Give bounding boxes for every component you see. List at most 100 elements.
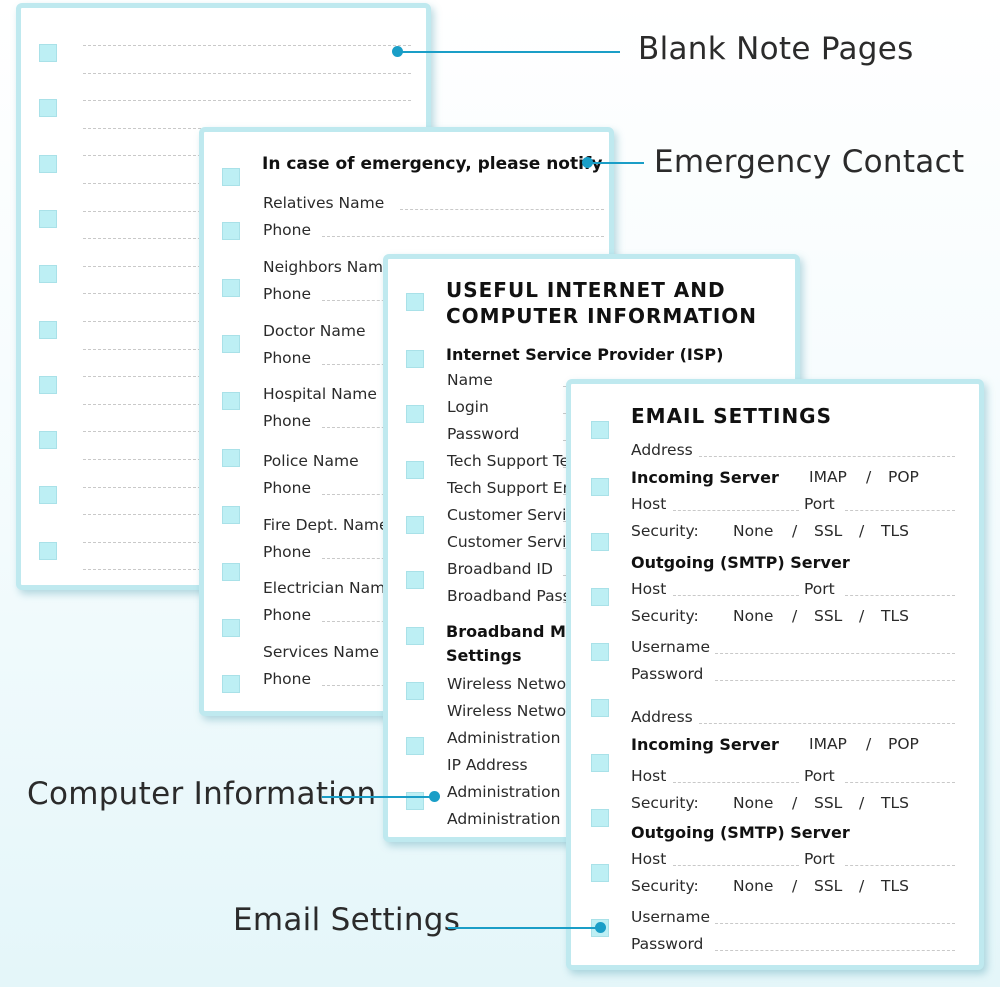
password-label: Password — [631, 665, 704, 683]
checkbox-square — [39, 99, 57, 118]
port-label: Port — [804, 580, 835, 598]
callout-email-settings: Email Settings — [233, 902, 461, 938]
security-tls: TLS — [881, 522, 909, 540]
modem-heading-line2: Settings — [446, 646, 522, 665]
incoming-server-heading: Incoming Server — [631, 468, 779, 487]
fill-line — [400, 209, 604, 210]
fill-line — [715, 680, 955, 681]
isp-field-label: Login — [447, 398, 489, 416]
option-separator: / — [792, 794, 798, 812]
checkbox-square — [591, 754, 609, 772]
security-label: Security: — [631, 522, 699, 540]
emergency-field-label: Services Name — [263, 643, 380, 661]
callout-line-computer — [322, 796, 434, 798]
security-ssl: SSL — [814, 522, 843, 540]
fill-line — [673, 595, 799, 596]
checkbox-square — [222, 675, 240, 693]
port-label: Port — [804, 767, 835, 785]
callout-blank-note-pages: Blank Note Pages — [638, 31, 914, 67]
address-label: Address — [631, 441, 693, 459]
imap-option: IMAP — [809, 468, 847, 486]
checkbox-square — [39, 209, 57, 228]
emergency-field-label: Phone — [263, 221, 312, 239]
fill-line — [322, 236, 604, 237]
callout-line-blank — [398, 51, 620, 53]
imap-option: IMAP — [809, 735, 847, 753]
checkbox-square — [222, 222, 240, 240]
checkbox-square — [591, 809, 609, 827]
checkbox-square — [406, 461, 424, 479]
callout-computer-information: Computer Information — [27, 776, 377, 812]
isp-heading: Internet Service Provider (ISP) — [446, 345, 724, 364]
checkbox-square — [591, 864, 609, 882]
checkbox-square — [39, 320, 57, 339]
option-separator: / — [792, 877, 798, 895]
incoming-server-heading: Incoming Server — [631, 735, 779, 754]
emergency-field-label: Phone — [263, 349, 312, 367]
checkbox-square — [39, 486, 57, 505]
checkbox-square — [39, 431, 57, 450]
emergency-field-label: Fire Dept. Name — [263, 516, 389, 534]
option-separator: / — [859, 522, 865, 540]
checkbox-square — [39, 265, 57, 284]
internet-title-line2: COMPUTER INFORMATION — [446, 304, 758, 328]
emergency-field-label: Relatives Name — [263, 194, 385, 212]
emergency-field-label: Phone — [263, 285, 312, 303]
security-none: None — [733, 877, 774, 895]
callout-dot-emergency — [582, 157, 593, 168]
option-separator: / — [859, 877, 865, 895]
security-ssl: SSL — [814, 877, 843, 895]
fill-line — [845, 782, 955, 783]
checkbox-square — [406, 293, 424, 311]
checkbox-square — [39, 44, 57, 62]
checkbox-square — [406, 737, 424, 755]
callout-dot-computer — [429, 791, 440, 802]
callout-dot-email — [595, 922, 606, 933]
emergency-field-label: Hospital Name — [263, 385, 377, 403]
security-tls: TLS — [881, 607, 909, 625]
isp-field-label: Password — [447, 425, 520, 443]
checkbox-square — [222, 619, 240, 637]
checkbox-square — [39, 541, 57, 560]
option-separator: / — [859, 794, 865, 812]
emergency-field-label: Police Name — [263, 452, 359, 470]
email-title: EMAIL SETTINGS — [631, 404, 833, 428]
outgoing-server-heading: Outgoing (SMTP) Server — [631, 553, 850, 572]
checkbox-square — [222, 168, 240, 186]
emergency-field-label: Phone — [263, 606, 312, 624]
note-line — [83, 72, 411, 74]
pop-option: POP — [888, 468, 919, 486]
fill-line — [673, 510, 799, 511]
isp-field-label: Tech Support Email — [447, 479, 596, 497]
fill-line — [715, 653, 955, 654]
checkbox-square — [39, 154, 57, 173]
username-label: Username — [631, 908, 711, 926]
username-label: Username — [631, 638, 711, 656]
checkbox-square — [222, 335, 240, 353]
checkbox-square — [591, 588, 609, 606]
callout-line-email — [448, 927, 600, 929]
option-separator: / — [792, 522, 798, 540]
emergency-field-label: Doctor Name — [263, 322, 366, 340]
checkbox-square — [406, 405, 424, 423]
callout-line-emergency — [588, 162, 644, 164]
security-ssl: SSL — [814, 607, 843, 625]
isp-field-label: Broadband ID — [447, 560, 553, 578]
port-label: Port — [804, 850, 835, 868]
option-separator: / — [866, 468, 872, 486]
checkbox-square — [406, 627, 424, 645]
checkbox-square — [406, 682, 424, 700]
emergency-field-label: Phone — [263, 543, 312, 561]
password-label: Password — [631, 935, 704, 953]
checkbox-square — [591, 643, 609, 661]
security-label: Security: — [631, 607, 699, 625]
checkbox-square — [222, 279, 240, 297]
option-separator: / — [859, 607, 865, 625]
checkbox-square — [222, 506, 240, 524]
checkbox-square — [406, 516, 424, 534]
checkbox-square — [591, 421, 609, 439]
checkbox-square — [222, 449, 240, 467]
checkbox-square — [406, 792, 424, 810]
security-tls: TLS — [881, 877, 909, 895]
